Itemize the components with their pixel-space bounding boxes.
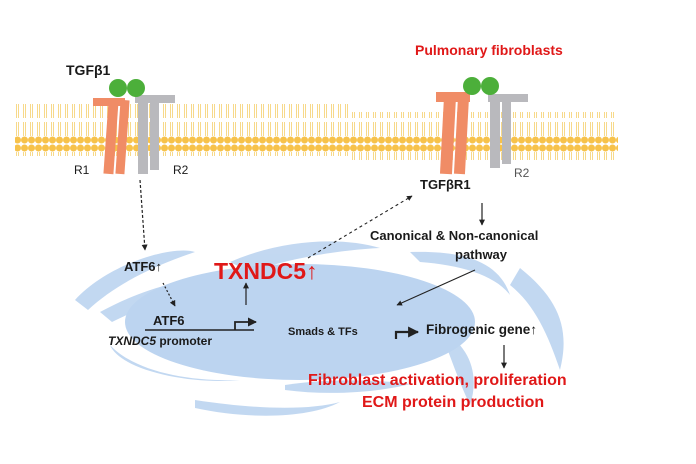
ligand-tgfb1-left-a: [109, 79, 127, 97]
label-smads-tfs: Smads & TFs: [288, 326, 358, 338]
ligand-tgfb1-right-a: [463, 77, 481, 95]
label-pathway-line2: pathway: [455, 247, 508, 262]
transcription-start-arrow: [234, 317, 257, 330]
label-tgfb1: TGFβ1: [66, 62, 111, 78]
receptor-r1-left: [93, 98, 130, 175]
receptor-complex-left: [93, 79, 175, 175]
receptor-r2-left: [135, 95, 175, 174]
label-tgfbr1: TGFβR1: [420, 177, 471, 192]
cell-membrane: [15, 104, 618, 160]
receptor-r1-right: [436, 92, 470, 175]
arrow-receptor-to-atf6: [139, 179, 148, 251]
smads-to-gene-connector: [394, 326, 420, 339]
receptor-complex-right: [436, 77, 528, 175]
label-outcome-line1: Fibroblast activation, proliferation: [308, 372, 567, 389]
label-pathway-line1: Canonical & Non-canonical: [370, 228, 539, 243]
ligand-tgfb1-right-b: [481, 77, 499, 95]
label-fibrogenic-gene: Fibrogenic gene↑: [426, 322, 538, 337]
arrow-atf6-to-promoter: [162, 282, 176, 307]
ligand-tgfb1-left-b: [127, 79, 145, 97]
nucleus: [125, 264, 475, 380]
arrow-txndc5-to-tgfbr1: [307, 195, 413, 259]
label-txndc5-promoter: TXNDC5 promoter: [108, 334, 212, 348]
promoter-word: promoter: [156, 334, 213, 348]
title-pulmonary-fibroblasts: Pulmonary fibroblasts: [415, 42, 563, 58]
label-r1-left: R1: [74, 163, 90, 177]
label-txndc5-up: TXNDC5↑: [214, 258, 318, 284]
receptor-r2-right: [488, 94, 528, 168]
arrow-pathway-to-smads: [396, 269, 476, 306]
promoter-gene-name: TXNDC5: [108, 334, 157, 348]
label-r2-left: R2: [173, 163, 189, 177]
label-atf6-up: ATF6↑: [124, 259, 163, 274]
label-r2-right: R2: [514, 166, 530, 180]
label-outcome-line2: ECM protein production: [362, 394, 545, 411]
label-atf6-binding: ATF6: [153, 313, 185, 328]
